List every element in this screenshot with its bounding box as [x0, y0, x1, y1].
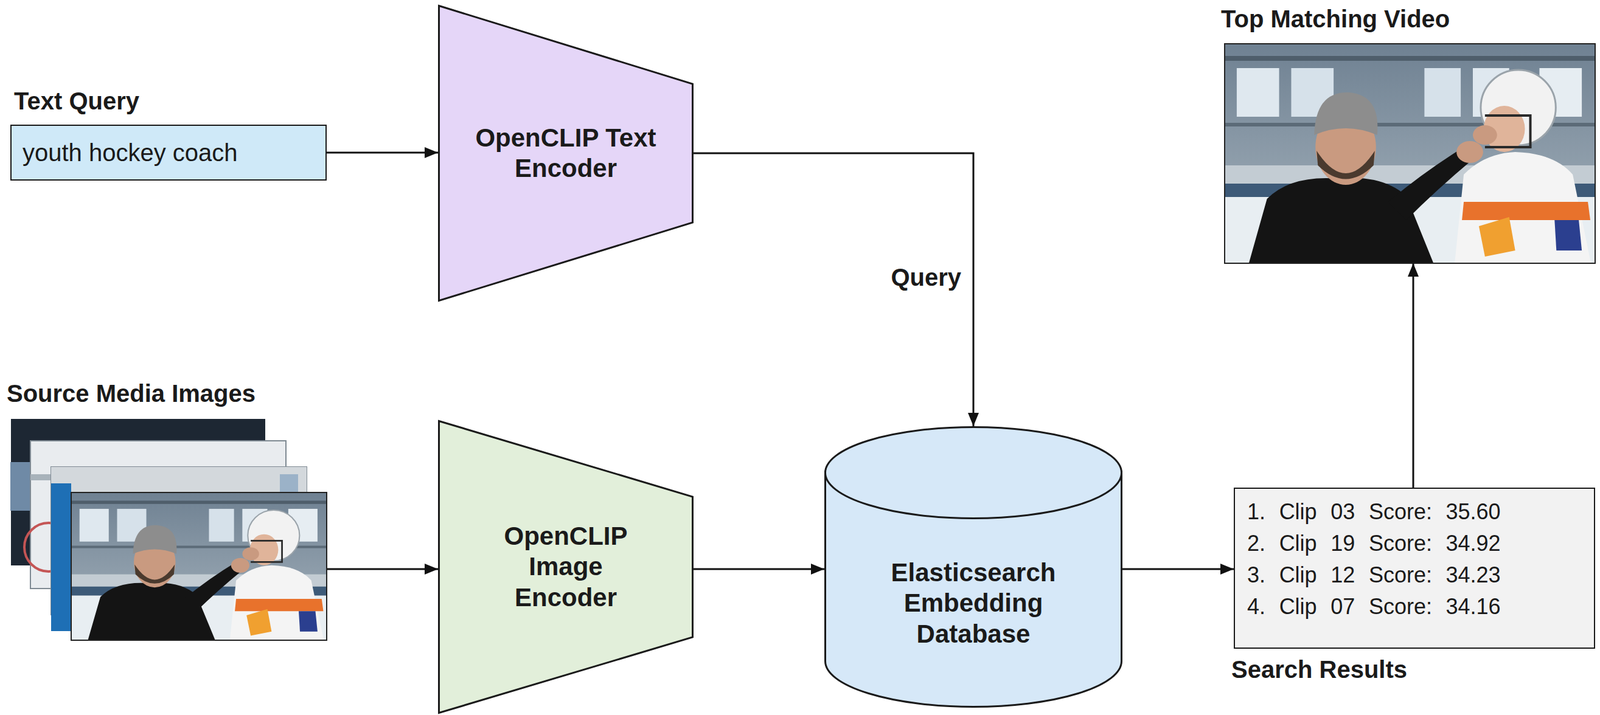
- shape-label: Elasticsearch Embedding Database: [876, 557, 1071, 650]
- shape-label: OpenCLIP Text Encoder: [462, 122, 670, 185]
- embedding-database: Elasticsearch Embedding Database: [824, 426, 1123, 709]
- shape-label: OpenCLIP Image Encoder: [492, 521, 639, 614]
- source-images: Source Media Images: [10, 418, 327, 641]
- top-video-frame: [1224, 43, 1596, 264]
- connector-arrow: [326, 568, 439, 571]
- results-heading: Search Results: [1231, 656, 1408, 684]
- encoder-trapezoid: [438, 4, 694, 302]
- box-heading: Text Query: [13, 87, 140, 115]
- query-box: Text Queryyouth hockey coach: [10, 124, 327, 181]
- text-encoder: OpenCLIP Text Encoder: [438, 4, 694, 302]
- connector-arrow: [1122, 568, 1234, 571]
- search-results: Search Results1. Clip 03 Score: 35.602. …: [1233, 487, 1596, 650]
- result-row: 2. Clip 19 Score: 34.92: [1247, 528, 1582, 560]
- result-row: 1. Clip 03 Score: 35.60: [1247, 496, 1582, 529]
- result-row: 3. Clip 12 Score: 34.23: [1247, 559, 1582, 592]
- source-image-stack: [10, 418, 327, 641]
- edge-label: Query: [888, 264, 964, 292]
- connector-arrow: [693, 153, 974, 427]
- query-text: youth hockey coach: [22, 139, 238, 167]
- image-heading: Top Matching Video: [1220, 5, 1450, 33]
- top-video: Top Matching Video: [1224, 43, 1596, 264]
- image-encoder: OpenCLIP Image Encoder: [438, 420, 694, 715]
- connector-arrow: [326, 152, 439, 154]
- connector-arrow: [693, 568, 825, 571]
- connector-arrow: [1412, 263, 1415, 488]
- image-heading: Source Media Images: [6, 380, 256, 408]
- result-row: 4. Clip 07 Score: 34.16: [1247, 591, 1582, 623]
